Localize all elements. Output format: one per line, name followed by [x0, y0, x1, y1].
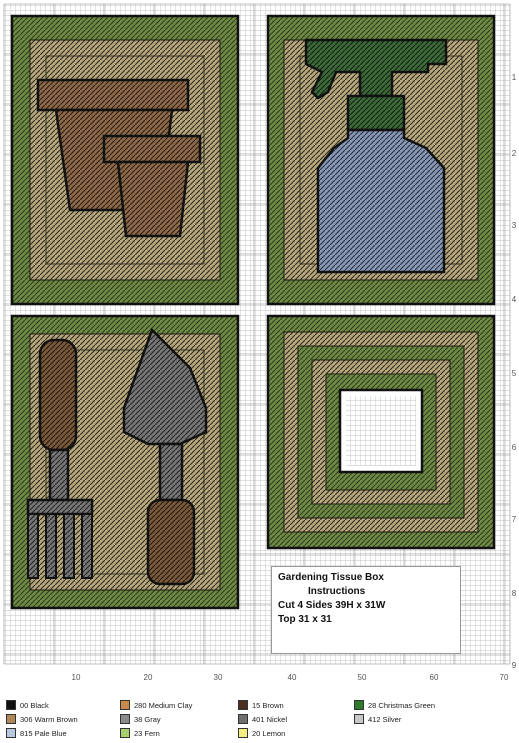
legend-item: 20 Lemon [238, 727, 285, 739]
legend-item: 412 Silver [354, 713, 401, 725]
legend-item: 23 Fern [120, 727, 160, 739]
spray-bottle-body [318, 130, 444, 272]
legend-label: 280 Medium Clay [134, 701, 192, 710]
x-tick-label: 70 [500, 673, 509, 682]
instructions-subtitle: Instructions [278, 585, 454, 599]
legend-item: 00 Black [6, 699, 49, 711]
legend-item: 815 Pale Blue [6, 727, 67, 739]
instructions-box: Gardening Tissue Box Instructions Cut 4 … [271, 566, 461, 654]
y-tick-label: 1 [512, 73, 517, 82]
legend-label: 815 Pale Blue [20, 729, 67, 738]
color-legend: 00 Black 280 Medium Clay 15 Brown 28 Christ… [0, 693, 519, 743]
legend-item: 306 Warm Brown [6, 713, 78, 725]
legend-swatch [238, 728, 248, 738]
panel-box-top [268, 316, 494, 548]
instructions-title: Gardening Tissue Box [278, 571, 454, 585]
x-tick-label: 50 [358, 673, 367, 682]
legend-swatch [120, 700, 130, 710]
x-tick-label: 60 [430, 673, 439, 682]
legend-swatch [120, 728, 130, 738]
legend-label: 401 Nickel [252, 715, 287, 724]
legend-item: 280 Medium Clay [120, 699, 192, 711]
x-tick-label: 40 [288, 673, 297, 682]
y-tick-label: 9 [512, 661, 517, 670]
y-tick-label: 6 [512, 443, 517, 452]
legend-swatch [6, 700, 16, 710]
y-tick-label: 5 [512, 369, 517, 378]
legend-swatch [354, 714, 364, 724]
legend-label: 28 Christmas Green [368, 701, 435, 710]
instructions-cut-sides: Cut 4 Sides 39H x 31W [278, 599, 454, 613]
panel-flower-pots [12, 16, 238, 304]
legend-swatch [238, 714, 248, 724]
legend-item: 15 Brown [238, 699, 284, 711]
legend-swatch [238, 700, 248, 710]
legend-label: 306 Warm Brown [20, 715, 78, 724]
legend-item: 38 Gray [120, 713, 161, 725]
y-tick-label: 8 [512, 589, 517, 598]
legend-label: 412 Silver [368, 715, 401, 724]
legend-label: 20 Lemon [252, 729, 285, 738]
legend-label: 38 Gray [134, 715, 161, 724]
y-tick-label: 3 [512, 221, 517, 230]
x-tick-label: 30 [214, 673, 223, 682]
legend-swatch [120, 714, 130, 724]
x-axis-ticks: 10 20 30 40 50 60 70 [72, 673, 509, 682]
x-tick-label: 20 [144, 673, 153, 682]
instructions-top: Top 31 x 31 [278, 613, 454, 627]
y-axis-ticks: 1 2 3 4 5 6 7 8 9 [512, 73, 517, 670]
legend-label: 23 Fern [134, 729, 160, 738]
y-tick-label: 7 [512, 515, 517, 524]
legend-item: 401 Nickel [238, 713, 287, 725]
panel-spray-bottle [268, 16, 494, 304]
legend-swatch [6, 728, 16, 738]
legend-swatch [354, 700, 364, 710]
x-tick-label: 10 [72, 673, 81, 682]
y-tick-label: 4 [512, 295, 517, 304]
y-tick-label: 2 [512, 149, 517, 158]
legend-label: 00 Black [20, 701, 49, 710]
legend-swatch [6, 714, 16, 724]
legend-label: 15 Brown [252, 701, 284, 710]
legend-item: 28 Christmas Green [354, 699, 435, 711]
panel-garden-tools [12, 316, 238, 608]
